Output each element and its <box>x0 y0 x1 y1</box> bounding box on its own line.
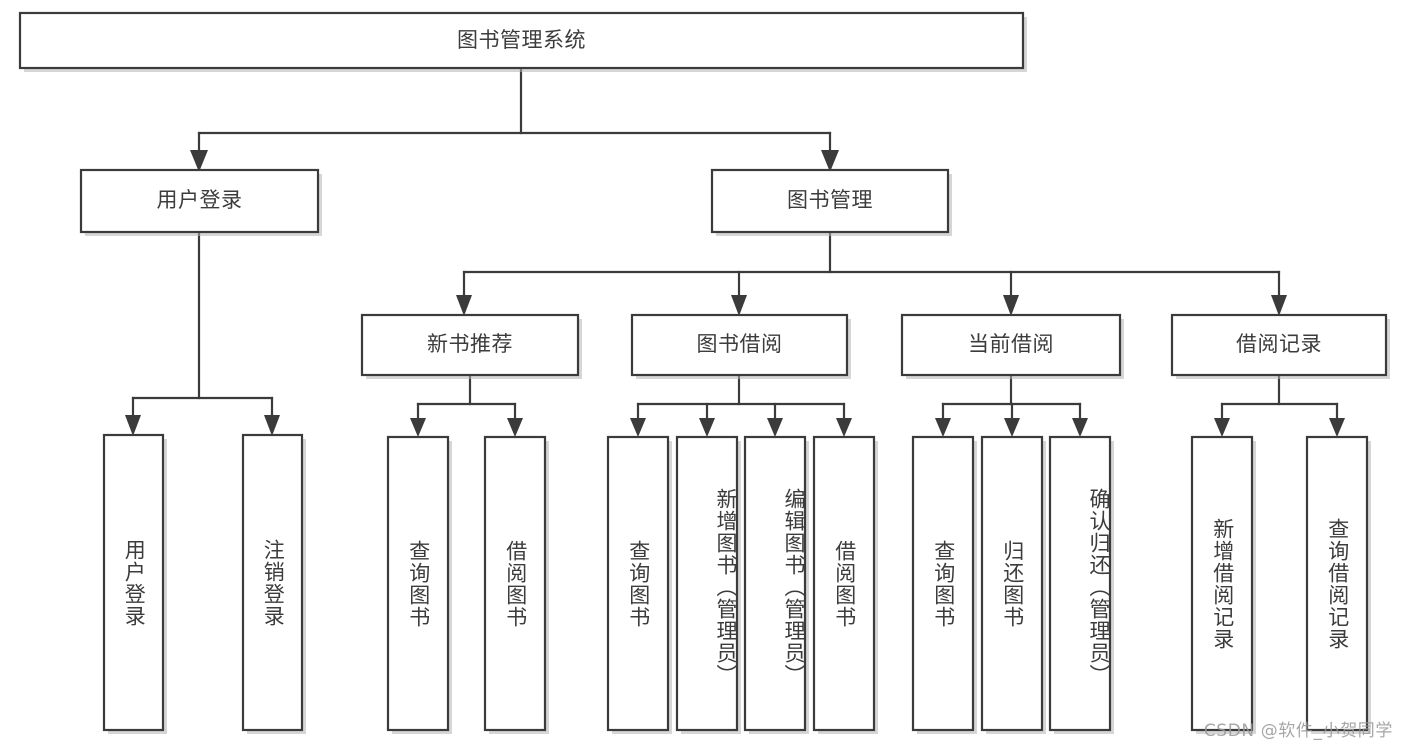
node-leaf-add-record[interactable] <box>1192 437 1252 730</box>
box-borrow <box>630 313 849 377</box>
node-leaf-confirm-return[interactable] <box>1050 437 1110 730</box>
arrowhead-login <box>190 150 208 172</box>
box-login <box>79 168 320 234</box>
box-leaf-5 <box>675 435 739 732</box>
node-leaf-borrow-book[interactable] <box>814 437 874 730</box>
arrowhead-newbooks <box>456 295 472 316</box>
arrowhead-leaf-query-current <box>935 418 951 437</box>
box-records <box>1170 313 1388 377</box>
node-box-group <box>18 11 1390 734</box>
arrowhead-leaf-add-record <box>1214 418 1230 437</box>
node-leaf-logout[interactable] <box>243 435 302 730</box>
node-user-login[interactable] <box>81 170 318 232</box>
node-leaf-user-login[interactable] <box>104 435 163 730</box>
node-book-management[interactable] <box>712 170 948 232</box>
box-leaf-0 <box>102 433 165 732</box>
arrowhead-leaf-borrow-new <box>507 418 523 437</box>
watermark-text: CSDN @软件_小贺同学 <box>1203 721 1393 741</box>
box-leaf-2 <box>386 435 450 732</box>
box-leaf-6 <box>743 435 807 732</box>
arrowhead-leaf-edit-book <box>767 418 783 437</box>
node-leaf-edit-book[interactable] <box>745 437 805 730</box>
arrowhead-leaf-query-borrow <box>630 418 646 437</box>
node-leaf-return-book[interactable] <box>982 437 1042 730</box>
arrowhead-borrow <box>731 295 747 316</box>
node-book-borrow[interactable] <box>632 315 847 375</box>
box-leaf-11 <box>1190 435 1254 732</box>
box-newbooks <box>360 313 580 377</box>
box-leaf-7 <box>812 435 876 732</box>
arrowhead-leaf-logout <box>264 415 280 436</box>
box-current <box>900 313 1122 377</box>
arrowhead-current <box>1003 295 1019 316</box>
node-borrow-records[interactable] <box>1172 315 1386 375</box>
arrowhead-leaf-query-new <box>410 418 426 437</box>
box-leaf-9 <box>980 435 1044 732</box>
arrowhead-leaf-query-record <box>1329 418 1345 437</box>
node-leaf-borrow-book-new[interactable] <box>485 437 545 730</box>
arrowhead-leaf-borrow-book <box>836 418 852 437</box>
node-leaf-add-book[interactable] <box>677 437 737 730</box>
box-leaf-12 <box>1305 435 1369 732</box>
arrowhead-leaf-return-book <box>1004 418 1020 437</box>
arrowhead-group <box>125 150 1345 437</box>
box-leaf-1 <box>241 433 304 732</box>
connector-group <box>131 66 1339 420</box>
arrowhead-records <box>1271 295 1287 316</box>
node-root[interactable] <box>20 13 1023 68</box>
node-leaf-query-book-current[interactable] <box>913 437 973 730</box>
node-new-book-recommend[interactable] <box>362 315 578 375</box>
box-leaf-3 <box>483 435 547 732</box>
box-leaf-4 <box>606 435 670 732</box>
node-leaf-query-record[interactable] <box>1307 437 1367 730</box>
arrowhead-leaf-add-book <box>699 418 715 437</box>
arrowhead-leaf-userlogin <box>125 415 141 436</box>
box-root <box>18 11 1025 70</box>
node-leaf-query-book-borrow[interactable] <box>608 437 668 730</box>
box-bookmgmt <box>710 168 950 234</box>
node-current-borrow[interactable] <box>902 315 1120 375</box>
arrowhead-bookmgmt <box>821 150 839 172</box>
box-leaf-8 <box>911 435 975 732</box>
node-leaf-query-book-new[interactable] <box>388 437 448 730</box>
arrowhead-leaf-confirm-return <box>1072 418 1088 437</box>
box-leaf-10 <box>1048 435 1112 732</box>
